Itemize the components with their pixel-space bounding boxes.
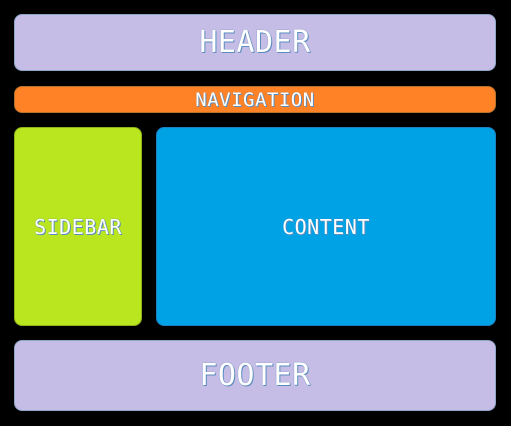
content-label: CONTENT <box>282 214 370 239</box>
sidebar-block: SIDEBAR <box>14 127 142 326</box>
navigation-bar: NAVIGATION <box>14 86 496 113</box>
footer-label: FOOTER <box>199 358 311 393</box>
header-label: HEADER <box>199 25 311 60</box>
sidebar-label: SIDEBAR <box>34 214 122 239</box>
content-block: CONTENT <box>156 127 496 326</box>
footer-block: FOOTER <box>14 340 496 411</box>
header-block: HEADER <box>14 14 496 71</box>
navigation-label: NAVIGATION <box>195 88 315 111</box>
